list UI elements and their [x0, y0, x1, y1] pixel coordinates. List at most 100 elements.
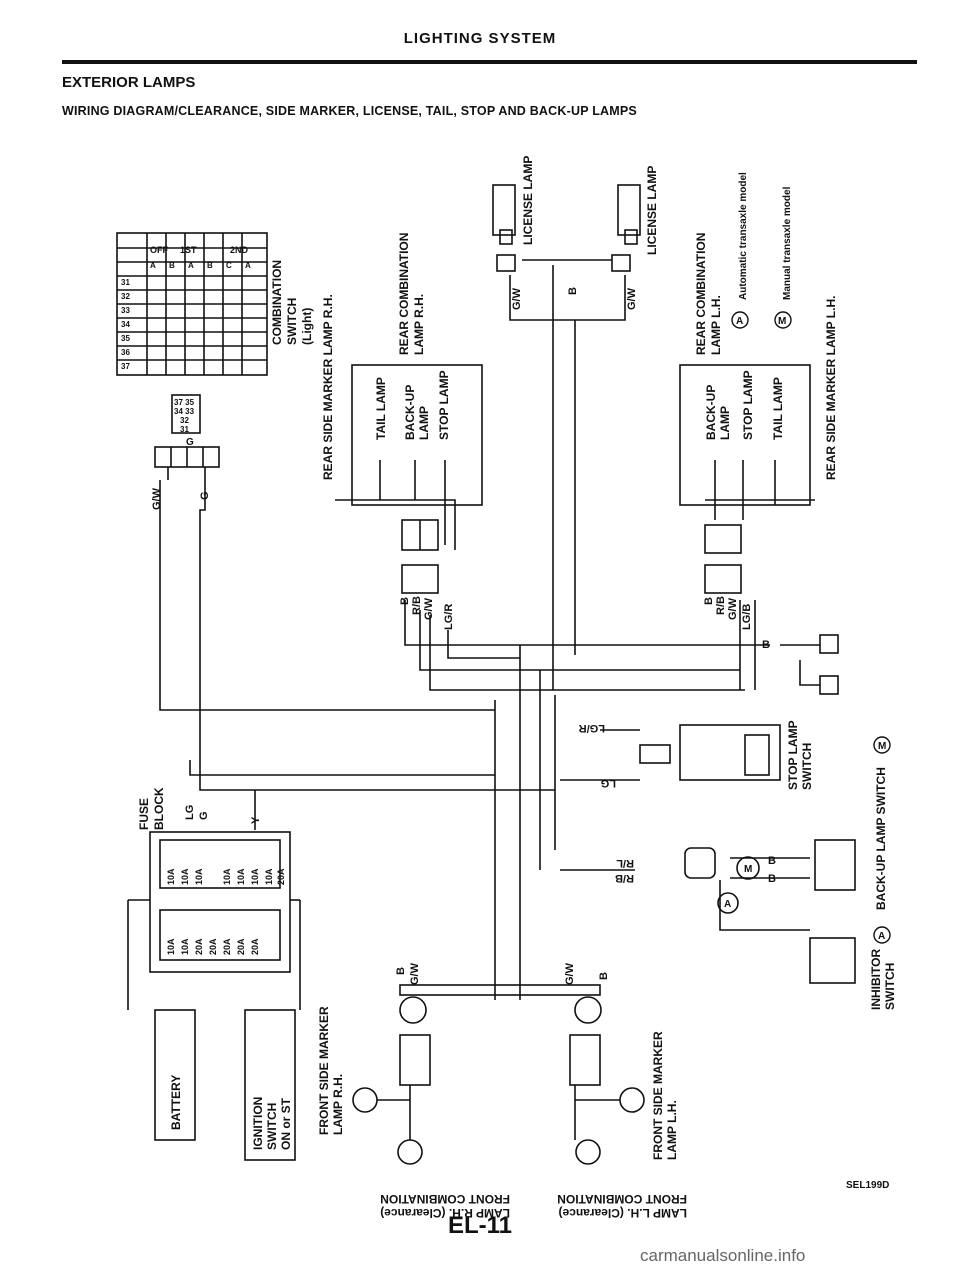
svg-text:COMBINATION: COMBINATION — [270, 260, 284, 345]
ignition-switch — [244, 1009, 296, 1161]
switch-row-32: 32 — [121, 292, 130, 301]
fuse-block — [149, 831, 291, 973]
svg-text:REAR COMBINATION: REAR COMBINATION — [397, 233, 411, 355]
manual-model-note: Manual transaxle model — [782, 186, 793, 300]
fuse-upper-4: 10A — [222, 868, 232, 885]
backup-lamp-lh-label: BACK-UP LAMP — [704, 385, 732, 440]
fuse-upper-7: 10A — [264, 868, 274, 885]
wire-gw-1: G/W — [151, 487, 163, 510]
svg-text:SWITCH: SWITCH — [800, 743, 814, 790]
rear-side-marker-lh-label: REAR SIDE MARKER LAMP L.H. — [824, 296, 838, 480]
switch-row-37: 37 — [121, 362, 130, 371]
wire-lgr-2: LG/R — [579, 722, 605, 734]
svg-text:LAMP: LAMP — [417, 406, 431, 440]
svg-text:BACK-UP: BACK-UP — [704, 385, 718, 440]
fuse-lower-2: 10A — [180, 938, 190, 955]
connector-code-1: 37 35 — [174, 398, 195, 407]
inhibitor-switch-label: INHIBITOR SWITCH — [869, 949, 897, 1010]
manual-junction-symbol: M — [744, 864, 752, 875]
tail-lamp-rh-label: TAIL LAMP — [374, 377, 388, 440]
switch-col-6: A — [245, 261, 251, 270]
fuse-upper-5: 10A — [236, 868, 246, 885]
inhibitor-switch-symbol: A — [878, 931, 885, 942]
stop-lamp-lh-label: STOP LAMP — [741, 370, 755, 440]
wire-b-1: B — [567, 287, 579, 295]
svg-text:INHIBITOR: INHIBITOR — [869, 949, 883, 1010]
rear-side-marker-rh-label: REAR SIDE MARKER LAMP R.H. — [321, 294, 335, 480]
license-lamp-label-2: LICENSE LAMP — [645, 166, 659, 255]
wire-g-2: G — [198, 811, 210, 820]
switch-pos-off: OFF — [150, 245, 168, 255]
svg-text:SWITCH: SWITCH — [285, 298, 299, 345]
fuse-lower-7: 20A — [250, 938, 260, 955]
fuse-upper-3: 10A — [194, 868, 204, 885]
manual-symbol: M — [778, 316, 786, 327]
connector-code-3: 32 — [180, 416, 189, 425]
wire-lgr-1: LG/R — [443, 604, 455, 630]
switch-pos-1st: 1ST — [180, 245, 197, 255]
fuse-upper-1: 10A — [166, 868, 176, 885]
front-combination-rh-label: FRONT COMBINATION LAMP R.H. (Clearance) — [380, 1192, 510, 1220]
svg-text:REAR COMBINATION: REAR COMBINATION — [694, 233, 708, 355]
fuse-block-label: FUSE BLOCK — [137, 787, 166, 830]
wire-gw-7: G/W — [564, 962, 576, 985]
svg-text:LAMP L.H.: LAMP L.H. — [665, 1100, 679, 1160]
switch-col-2: B — [169, 261, 175, 270]
svg-text:STOP LAMP: STOP LAMP — [786, 720, 800, 790]
svg-text:SWITCH: SWITCH — [265, 1103, 279, 1150]
svg-text:SWITCH: SWITCH — [883, 963, 897, 1010]
battery-label: BATTERY — [169, 1075, 183, 1130]
fuse-lower-1: 10A — [166, 938, 176, 955]
switch-pos-2nd: 2ND — [230, 245, 249, 255]
svg-text:FRONT SIDE MARKER: FRONT SIDE MARKER — [651, 1031, 665, 1160]
switch-col-3: A — [188, 261, 194, 270]
backup-switch-symbol: M — [878, 741, 886, 752]
wire-b-4: B — [395, 967, 407, 975]
tail-lamp-lh-label: TAIL LAMP — [771, 377, 785, 440]
fuse-lower-4: 20A — [208, 938, 218, 955]
svg-text:BACK-UP: BACK-UP — [403, 385, 417, 440]
backup-lamp-switch-label: BACK-UP LAMP SWITCH — [874, 767, 888, 910]
wire-rb-1: R/B — [411, 596, 423, 615]
watermark: carmanualsonline.info — [640, 1246, 806, 1265]
stop-lamp-rh-label: STOP LAMP — [437, 370, 451, 440]
wire-b-7: B — [768, 855, 776, 867]
svg-text:LAMP: LAMP — [718, 406, 732, 440]
switch-col-1: A — [150, 261, 156, 270]
switch-row-31: 31 — [121, 278, 130, 287]
wire-g-1: G — [199, 491, 211, 500]
svg-text:(Light): (Light) — [300, 308, 314, 345]
svg-text:IGNITION: IGNITION — [251, 1097, 265, 1150]
fuse-lower-6: 20A — [236, 938, 246, 955]
ground-g-symbol: G — [186, 437, 194, 448]
wire-lg-1: LG — [184, 805, 196, 820]
front-side-marker-lh-label: FRONT SIDE MARKER LAMP L.H. — [651, 1031, 679, 1160]
svg-text:LAMP L.H.: LAMP L.H. — [709, 295, 723, 355]
battery — [154, 1009, 196, 1141]
svg-text:LAMP L.H. (Clearance): LAMP L.H. (Clearance) — [559, 1206, 687, 1220]
svg-text:LAMP R.H.: LAMP R.H. — [412, 294, 426, 355]
svg-text:BLOCK: BLOCK — [152, 787, 166, 830]
auto-junction-symbol: A — [724, 899, 731, 910]
page-title: LIGHTING SYSTEM — [403, 30, 557, 47]
connector-code-2: 34 33 — [174, 407, 195, 416]
header-rule — [62, 60, 917, 64]
rear-combination-lh-label: REAR COMBINATION LAMP L.H. — [694, 233, 723, 355]
svg-text:FRONT COMBINATION: FRONT COMBINATION — [380, 1192, 510, 1206]
automatic-model-note: Automatic transaxle model — [738, 172, 749, 300]
switch-row-34: 34 — [121, 320, 130, 329]
svg-text:FRONT SIDE MARKER: FRONT SIDE MARKER — [317, 1006, 331, 1135]
switch-row-35: 35 — [121, 334, 130, 343]
wire-gw-3: G/W — [626, 287, 638, 310]
wire-gw-6: G/W — [409, 962, 421, 985]
wire-rb-2: R/B — [715, 596, 727, 615]
wire-b-5: B — [598, 972, 610, 980]
wire-lgb-1: LG/B — [741, 604, 753, 630]
wire-gw-2: G/W — [511, 287, 523, 310]
wire-b-2: B — [399, 597, 411, 605]
rear-combination-rh-label: REAR COMBINATION LAMP R.H. — [397, 233, 426, 355]
wire-gw-4: G/W — [423, 597, 435, 620]
automatic-symbol: A — [736, 316, 743, 327]
switch-col-5: C — [226, 261, 232, 270]
